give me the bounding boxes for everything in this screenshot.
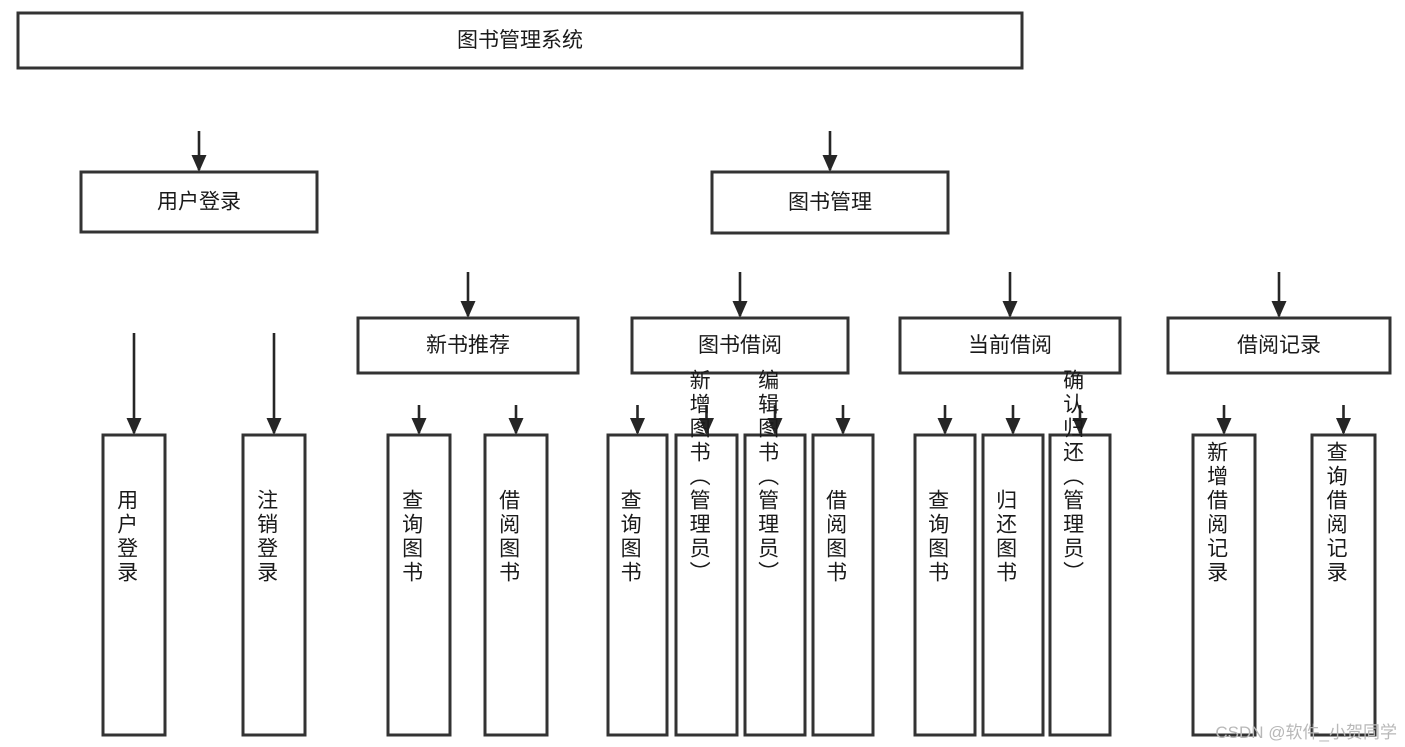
node-box bbox=[898, 316, 1122, 375]
leaf-box bbox=[606, 433, 669, 737]
node-layer: 图书管理系统用户登录图书管理新书推荐图书借阅当前借阅借阅记录用户登录注销登录查询… bbox=[16, 11, 1392, 737]
leaf-label: 用户登录 bbox=[115, 489, 139, 585]
node-box bbox=[356, 316, 580, 375]
leaf-node-query-record[interactable]: 查询借阅记录 bbox=[1310, 433, 1377, 737]
leaf-box bbox=[743, 433, 807, 737]
level1-node-user-login[interactable]: 用户登录 bbox=[79, 170, 319, 234]
leaf-node-add-record[interactable]: 新增借阅记录 bbox=[1191, 433, 1257, 737]
leaf-label: 归还图书 bbox=[994, 489, 1018, 585]
leaf-label: 查询图书 bbox=[926, 489, 950, 585]
leaf-box bbox=[913, 433, 977, 737]
leaf-node-query-book-1[interactable]: 查询图书 bbox=[386, 433, 452, 737]
node-box bbox=[710, 170, 950, 235]
leaf-node-edit-book[interactable]: 编辑图书（管理员） bbox=[743, 369, 807, 737]
leaf-box bbox=[1191, 433, 1257, 737]
leaf-label: 查询借阅记录 bbox=[1324, 441, 1348, 585]
leaf-box bbox=[981, 433, 1045, 737]
leaf-box bbox=[483, 433, 549, 737]
leaf-label: 编辑图书（管理员） bbox=[756, 369, 780, 585]
leaf-node-query-book-3[interactable]: 查询图书 bbox=[913, 433, 977, 737]
level1-node-book-manage[interactable]: 图书管理 bbox=[710, 170, 950, 235]
leaf-node-logout[interactable]: 注销登录 bbox=[241, 433, 307, 737]
node-box bbox=[1166, 316, 1392, 375]
connector-layer bbox=[127, 131, 1351, 435]
node-box bbox=[79, 170, 319, 234]
leaf-box bbox=[386, 433, 452, 737]
leaf-box bbox=[1310, 433, 1377, 737]
leaf-node-query-book-2[interactable]: 查询图书 bbox=[606, 433, 669, 737]
root-node-book-management-system[interactable]: 图书管理系统 bbox=[16, 11, 1024, 70]
node-label: 图书借阅 bbox=[698, 334, 782, 357]
node-label: 新书推荐 bbox=[426, 334, 510, 357]
node-box bbox=[630, 316, 850, 375]
node-label: 图书管理 bbox=[788, 191, 872, 214]
node-label: 借阅记录 bbox=[1237, 334, 1321, 357]
node-label: 当前借阅 bbox=[968, 334, 1052, 357]
leaf-label: 借阅图书 bbox=[497, 489, 521, 585]
leaf-node-borrow-book-2[interactable]: 借阅图书 bbox=[811, 433, 875, 737]
leaf-box bbox=[101, 433, 167, 737]
level2-node-book-borrow[interactable]: 图书借阅 bbox=[630, 316, 850, 375]
leaf-box bbox=[811, 433, 875, 737]
leaf-node-return-book[interactable]: 归还图书 bbox=[981, 433, 1045, 737]
leaf-label: 确认归还（管理员） bbox=[1061, 369, 1085, 585]
leaf-label: 新增借阅记录 bbox=[1205, 441, 1229, 585]
leaf-label: 借阅图书 bbox=[824, 489, 848, 585]
leaf-box bbox=[674, 433, 739, 737]
leaf-node-borrow-book-1[interactable]: 借阅图书 bbox=[483, 433, 549, 737]
leaf-label: 查询图书 bbox=[618, 489, 642, 585]
leaf-box bbox=[241, 433, 307, 737]
node-box bbox=[16, 11, 1024, 70]
leaf-label: 新增图书（管理员） bbox=[687, 369, 711, 585]
leaf-node-confirm-return[interactable]: 确认归还（管理员） bbox=[1048, 369, 1112, 737]
level2-node-new-book-recommend[interactable]: 新书推荐 bbox=[356, 316, 580, 375]
leaf-node-user-login[interactable]: 用户登录 bbox=[101, 433, 167, 737]
node-label: 用户登录 bbox=[157, 191, 241, 214]
level2-node-current-borrow[interactable]: 当前借阅 bbox=[898, 316, 1122, 375]
level2-node-borrow-record[interactable]: 借阅记录 bbox=[1166, 316, 1392, 375]
leaf-label: 查询图书 bbox=[400, 489, 424, 585]
node-label: 图书管理系统 bbox=[457, 29, 583, 52]
leaf-label: 注销登录 bbox=[255, 489, 279, 585]
leaf-node-add-book[interactable]: 新增图书（管理员） bbox=[674, 369, 739, 737]
leaf-box bbox=[1048, 433, 1112, 737]
